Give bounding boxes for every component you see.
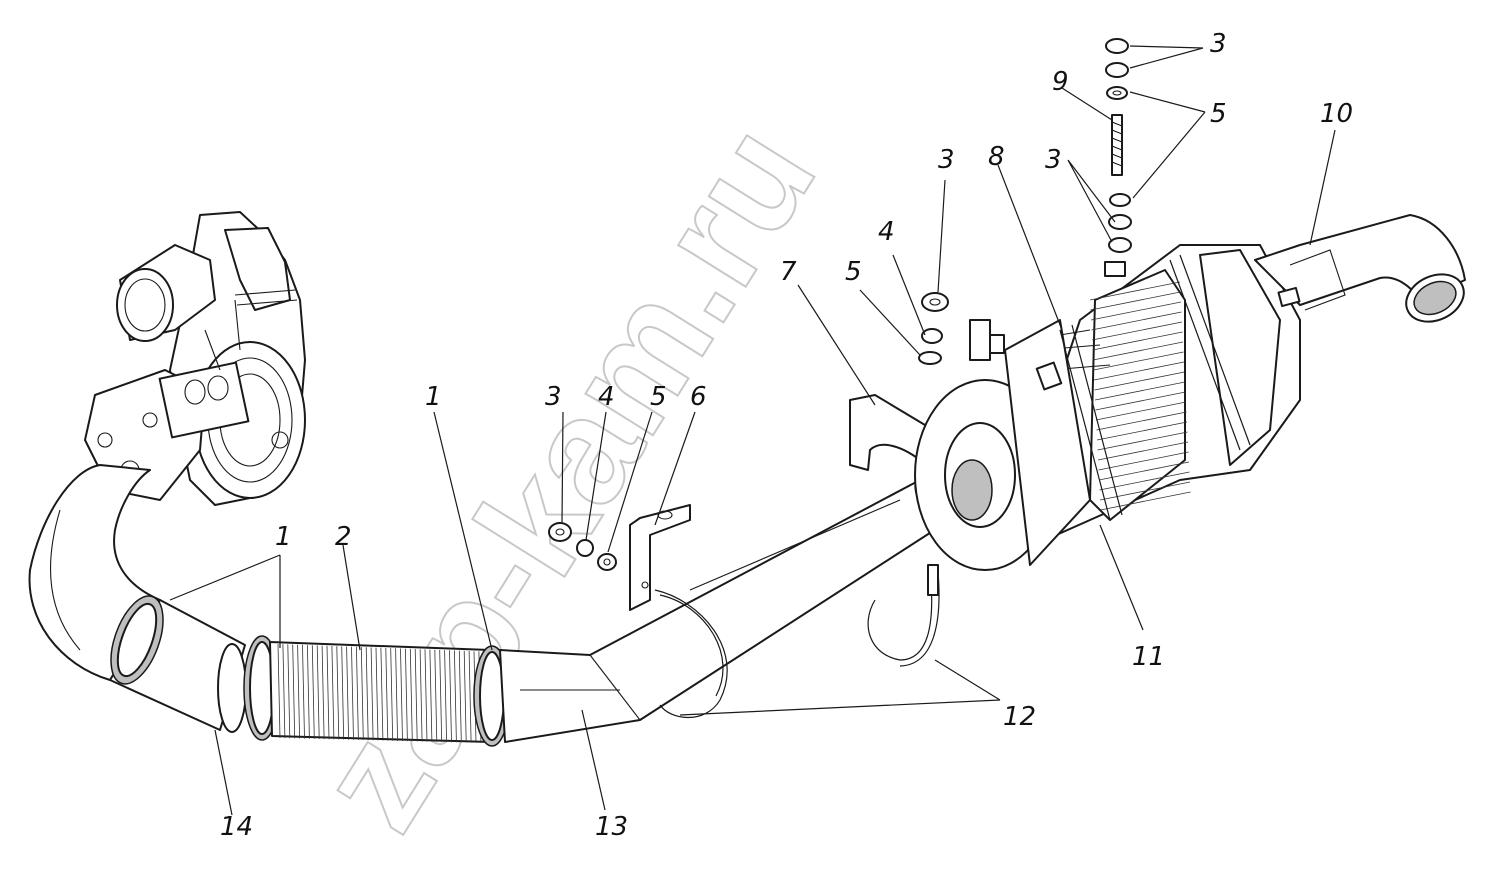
bellows-corrugation xyxy=(429,649,433,742)
callout-3-right: 3 xyxy=(1045,145,1062,175)
bellows-corrugation xyxy=(395,648,398,741)
bellows-corrugation xyxy=(282,644,286,739)
fastener-stack-center xyxy=(918,292,1005,365)
callout-1-top: 1 xyxy=(425,382,442,412)
muffler-seam xyxy=(1090,291,1181,311)
bellows-corrugation xyxy=(439,649,443,742)
bellows-corrugation xyxy=(292,644,296,739)
callout-1-left: 1 xyxy=(275,522,292,552)
bellows-corrugation xyxy=(409,648,413,742)
fastener-stack-top-right xyxy=(1105,38,1132,253)
bellows-corrugation xyxy=(400,648,403,742)
bellows-corrugation xyxy=(346,646,349,740)
muffler-seam xyxy=(1091,321,1183,341)
bellows-corrugation xyxy=(341,646,345,740)
bellows-corrugation xyxy=(468,651,472,743)
callout-14: 14 xyxy=(220,812,253,842)
bellows-corrugation xyxy=(356,646,359,740)
muffler xyxy=(914,244,1301,571)
callout-labels: 1 1 2 3 3 3 3 4 4 5 5 5 6 7 8 9 10 11 12… xyxy=(220,29,1353,842)
bellows-corrugation xyxy=(370,647,374,741)
muffler-seam xyxy=(1095,391,1186,411)
bellows-corrugation xyxy=(414,649,418,742)
muffler-seam xyxy=(1096,411,1187,431)
callout-7: 7 xyxy=(780,257,797,287)
watermark: zap-kam.ru xyxy=(285,96,847,857)
leader-lines xyxy=(169,45,1336,816)
muffler-seam xyxy=(1090,301,1182,321)
muffler-seam xyxy=(1094,381,1186,401)
bellows-corrugation xyxy=(331,645,335,740)
callout-3-center: 3 xyxy=(938,145,955,175)
callout-3-top-right: 3 xyxy=(1210,29,1227,59)
muffler-seam xyxy=(1094,371,1185,391)
muffler-seam xyxy=(1096,421,1188,441)
callout-10: 10 xyxy=(1320,99,1353,129)
muffler-seam xyxy=(1098,451,1189,471)
callout-3-left: 3 xyxy=(545,382,562,412)
muffler-seam xyxy=(1093,351,1184,371)
bellows-corrugation xyxy=(454,650,457,743)
bellows-corrugation xyxy=(277,643,281,739)
muffler-seam xyxy=(1097,431,1188,451)
muffler-seam xyxy=(1092,341,1184,361)
bellows-corrugation xyxy=(385,647,389,741)
callout-2: 2 xyxy=(335,522,352,552)
bracket-6 xyxy=(629,504,691,611)
bellows-corrugation xyxy=(302,644,305,739)
bellows-corrugation xyxy=(380,647,384,741)
callout-11: 11 xyxy=(1132,642,1165,672)
callout-6: 6 xyxy=(690,382,707,412)
callout-13: 13 xyxy=(595,812,628,842)
bellows-corrugation xyxy=(326,645,330,740)
callout-5-right: 5 xyxy=(1210,99,1227,129)
callout-4-center: 4 xyxy=(878,217,895,247)
bellows-corrugation xyxy=(360,647,364,741)
bellows-corrugation xyxy=(463,650,467,743)
bellows-corrugation xyxy=(405,648,408,742)
elbow-pipe-14 xyxy=(28,464,247,733)
flexible-bellows-2 xyxy=(243,635,511,747)
bellows-corrugation xyxy=(311,645,315,739)
callout-9: 9 xyxy=(1052,67,1069,97)
muffler-seam xyxy=(1093,361,1185,381)
bellows-corrugation xyxy=(365,647,369,741)
turbocharger xyxy=(84,211,306,506)
muffler-seam xyxy=(1098,461,1190,481)
bellows-corrugation xyxy=(449,650,452,743)
bellows-corrugation xyxy=(390,648,394,741)
bellows-corrugation xyxy=(375,647,379,741)
callout-12: 12 xyxy=(1003,702,1036,732)
muffler-seam xyxy=(1095,401,1187,421)
bellows-corrugation xyxy=(307,645,310,739)
muffler-seam xyxy=(1099,481,1191,501)
fastener-stack-left xyxy=(548,522,617,571)
callout-8: 8 xyxy=(988,142,1005,172)
bellows-corrugation xyxy=(336,646,340,740)
callout-4-left: 4 xyxy=(598,382,615,412)
callout-5-center: 5 xyxy=(845,257,862,287)
muffler-seam xyxy=(1100,491,1191,511)
bellows-corrugation xyxy=(458,650,462,743)
clamp-11 xyxy=(1035,254,1251,521)
bellows-corrugation xyxy=(287,644,291,739)
muffler-seam xyxy=(1097,441,1189,461)
bellows-corrugation xyxy=(419,649,423,742)
tail-pipe-10 xyxy=(1254,214,1466,323)
callout-5-left: 5 xyxy=(650,382,667,412)
muffler-seam xyxy=(1092,331,1183,351)
bellows-corrugation xyxy=(444,650,447,743)
muffler-seam xyxy=(1091,311,1182,331)
bellows-corrugation xyxy=(297,644,300,739)
muffler-seam xyxy=(1089,281,1181,301)
bellows-corrugation xyxy=(321,645,325,740)
bellows-corrugation xyxy=(351,646,354,740)
bellows-corrugation xyxy=(316,645,320,739)
bellows-corrugation xyxy=(424,649,428,742)
u-bolt-12 xyxy=(654,564,940,719)
bellows-corrugation xyxy=(434,649,438,742)
